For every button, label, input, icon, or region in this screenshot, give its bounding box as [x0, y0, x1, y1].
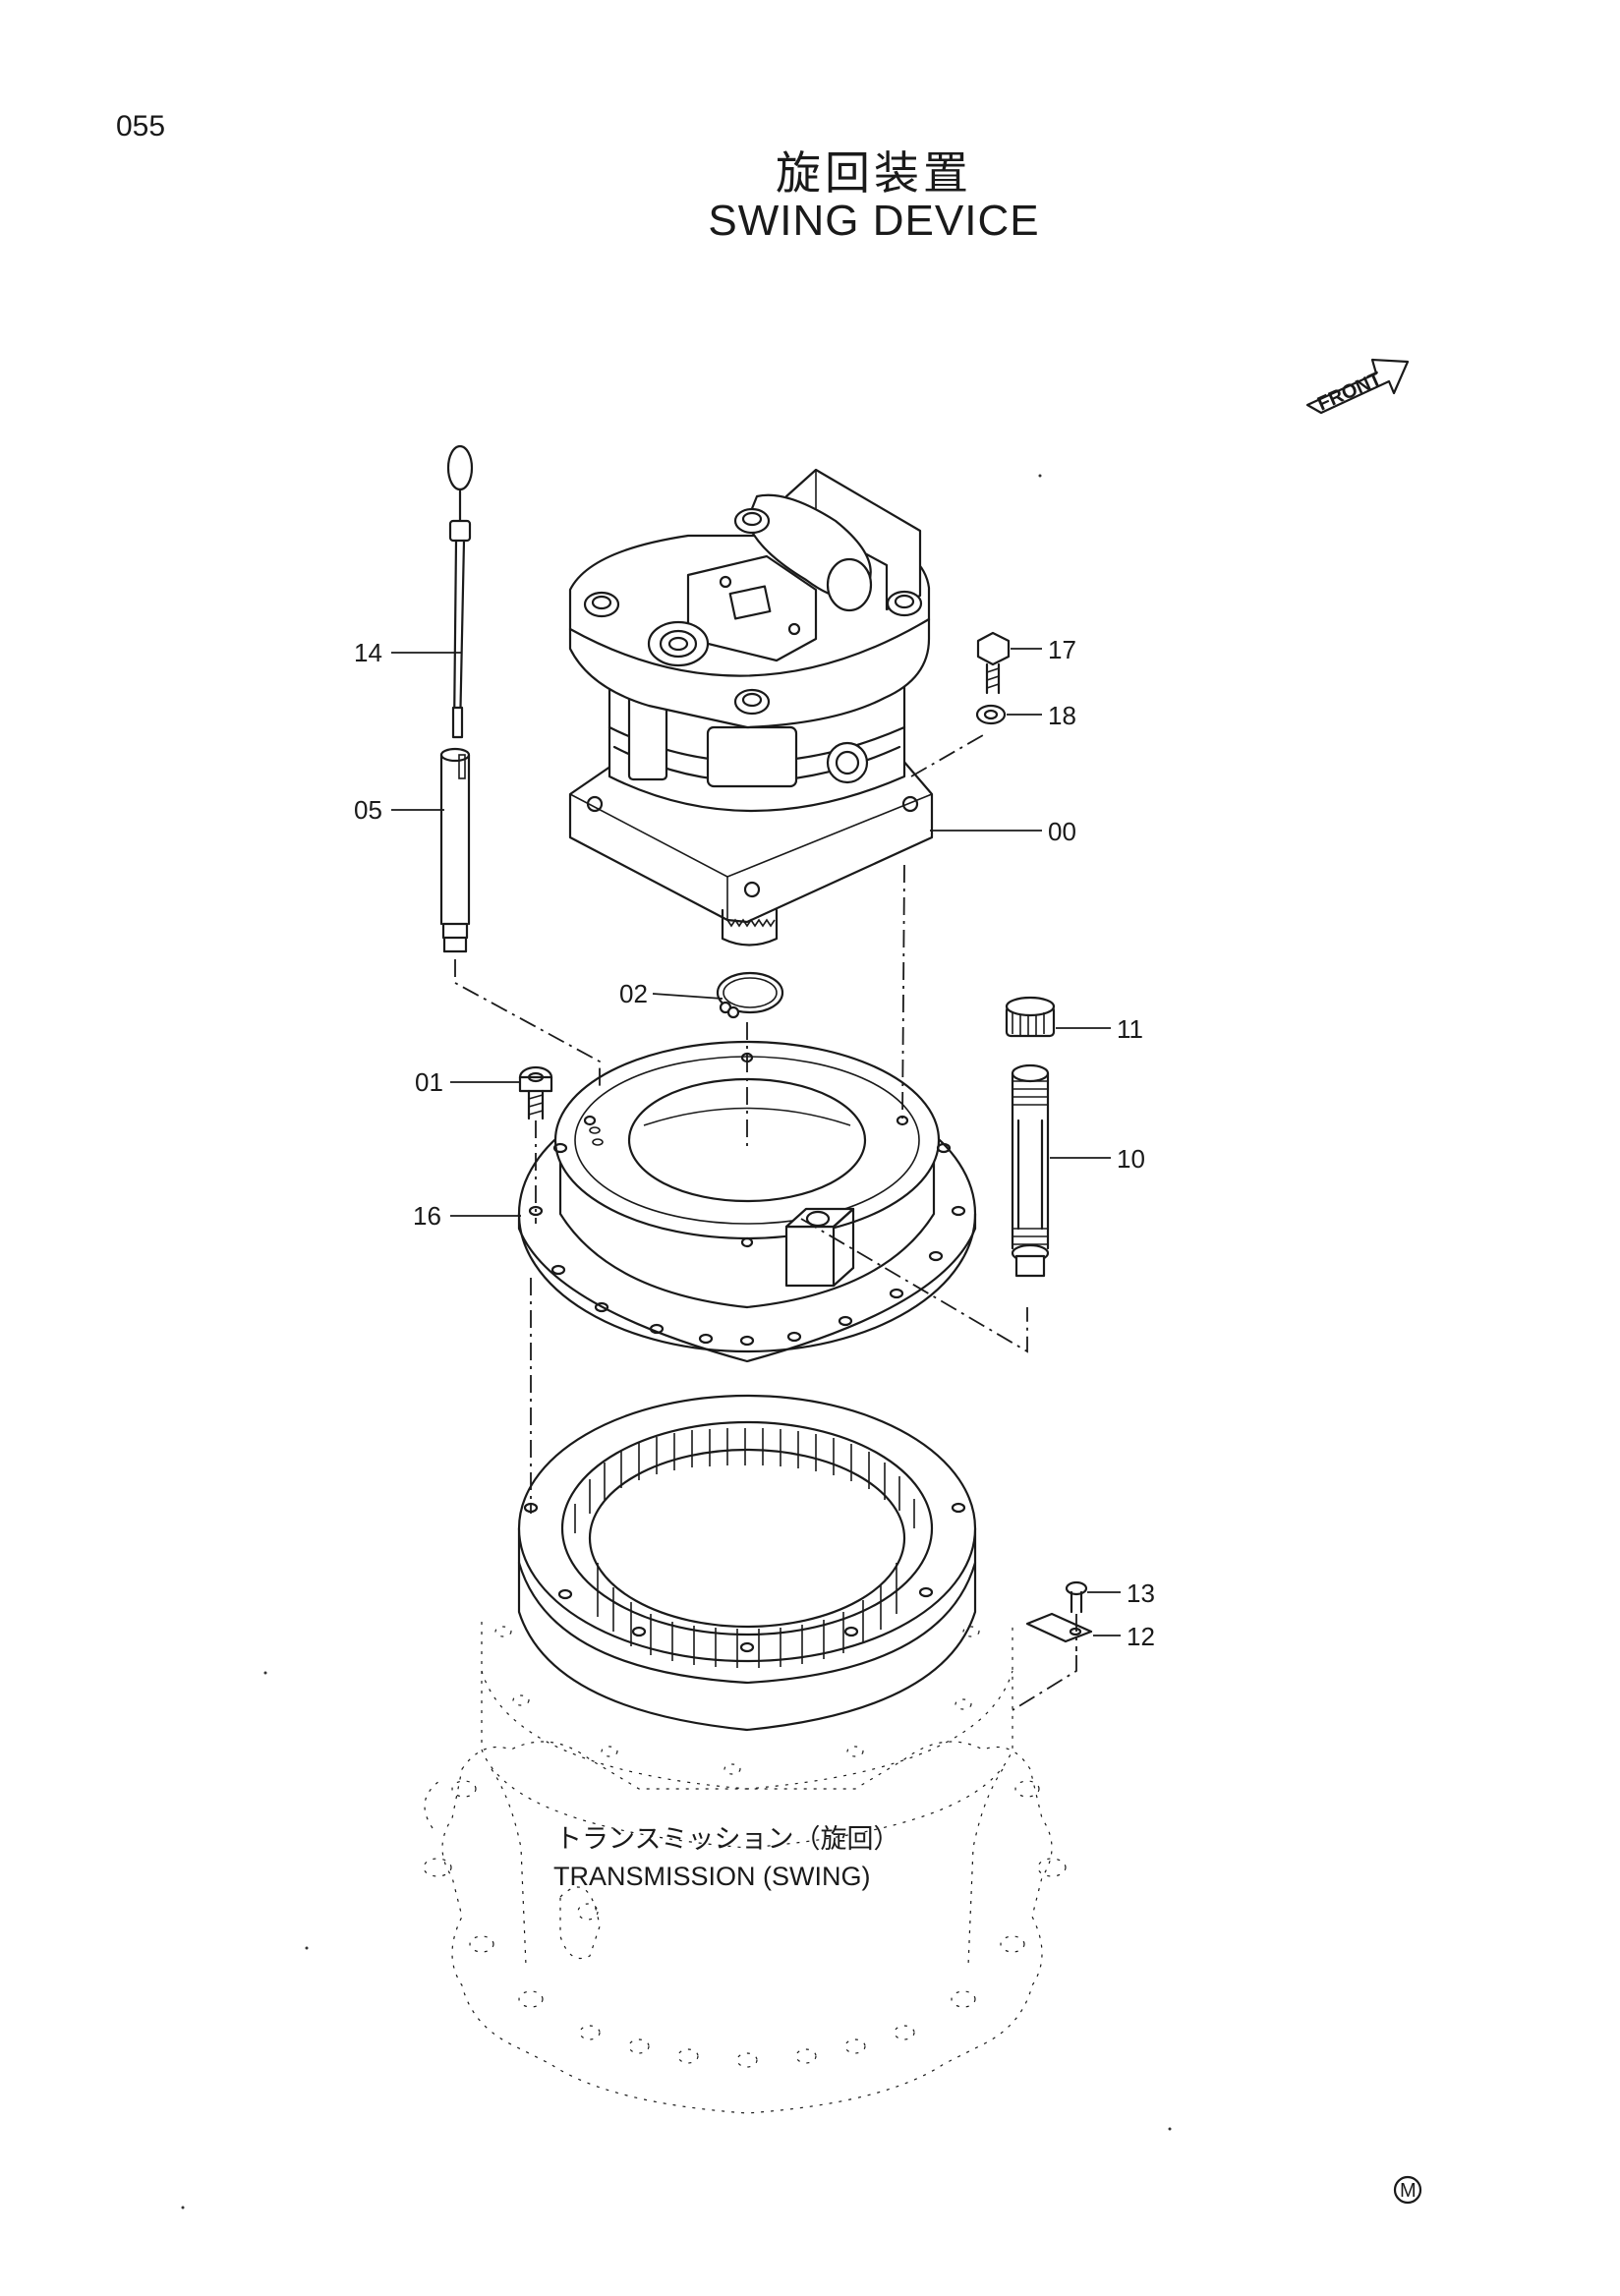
- housing-part-16: [517, 1040, 977, 1363]
- transmission-housing: [423, 1622, 1067, 2114]
- bolt-part-17: [976, 631, 1011, 695]
- callout-12: 12: [1127, 1622, 1155, 1651]
- callout-11: 11: [1117, 1014, 1143, 1044]
- scan-specks: [181, 474, 1172, 2210]
- front-label: FRONT: [1314, 368, 1385, 415]
- corner-mark: M: [1393, 2175, 1422, 2205]
- gear-teeth: [574, 1428, 915, 1668]
- ring-gear: [517, 1394, 977, 1732]
- page-number: 055: [116, 110, 166, 143]
- assembly-center-lines: [454, 734, 1077, 1711]
- cap-part-11: [1005, 996, 1056, 1038]
- flange-bolt-holes: [528, 1142, 966, 1347]
- callout-13: 13: [1127, 1578, 1155, 1608]
- callout-02: 02: [619, 979, 648, 1008]
- callout-05: 05: [354, 795, 382, 825]
- washer-part-18: [975, 704, 1007, 725]
- page-title-japanese: 旋回装置: [776, 146, 972, 200]
- callout-14: 14: [354, 638, 382, 667]
- callout-10: 10: [1117, 1144, 1145, 1174]
- callout-leaders: [391, 648, 1121, 1636]
- callout-numbers: 14 05 02 01 16 00 17 18 11 10 13 12: [354, 635, 1155, 1651]
- transmission-label-japanese: トランスミッション（旋回）: [555, 1824, 899, 1855]
- callout-16: 16: [413, 1201, 441, 1231]
- front-arrow-icon: FRONT: [1305, 358, 1410, 416]
- corner-mark-letter: M: [1400, 2180, 1417, 2202]
- callout-01: 01: [415, 1067, 443, 1097]
- bolt-part-01: [518, 1065, 553, 1120]
- pipe-part-10: [1011, 1063, 1050, 1278]
- swing-motor-part-00: [568, 468, 934, 947]
- callout-17: 17: [1048, 635, 1076, 664]
- snap-ring-part-02: [716, 971, 784, 1019]
- callout-00: 00: [1048, 817, 1076, 846]
- page-title: SWING DEVICE: [708, 197, 1040, 245]
- transmission-label: TRANSMISSION (SWING): [553, 1862, 871, 1891]
- dipstick-part-14: [446, 444, 474, 739]
- screw-part-13: [1065, 1580, 1088, 1614]
- callout-18: 18: [1048, 701, 1076, 730]
- plate-part-12: [1025, 1612, 1093, 1643]
- pipe-part-05: [439, 747, 471, 953]
